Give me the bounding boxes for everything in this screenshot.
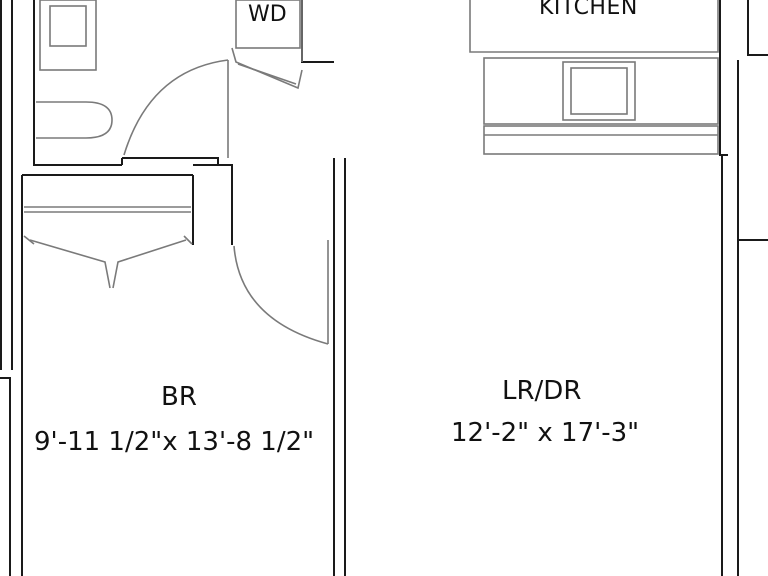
- toilet: [36, 101, 113, 139]
- closet-bifold-left: [29, 239, 111, 289]
- kitchen-sink-basin: [570, 67, 628, 115]
- closet-bifold-hinge-right: [183, 235, 193, 245]
- bath-left-wall: [33, 0, 122, 166]
- br-door-swing: [233, 245, 329, 345]
- kitchen-counter: [483, 57, 719, 125]
- kitchen-cabinet: [469, 0, 719, 53]
- wd-label: WD: [248, 2, 287, 27]
- right-outer-wall: [747, 0, 768, 56]
- bedroom-dimensions: 9'-11 1/2"x 13'-8 1/2": [34, 427, 315, 457]
- closet-bifold-right: [112, 239, 187, 289]
- vanity: [39, 0, 97, 71]
- wd-door-right: [237, 63, 297, 85]
- wd-door-left: [231, 47, 303, 90]
- sink-basin: [49, 5, 87, 47]
- kitchen-right-wall: [719, 0, 728, 156]
- kitchen-sink: [562, 61, 636, 121]
- left-lower-wall: [0, 377, 11, 576]
- bedroom-label: BR: [161, 382, 197, 412]
- bath-door-swing: [123, 59, 229, 156]
- wd-wall-right: [301, 0, 334, 63]
- kitchen-island: [483, 125, 719, 155]
- wd-cabinet: [235, 0, 301, 49]
- living-dining-dimensions: 12'-2" x 17'-3": [451, 418, 640, 448]
- living-dining-label: LR/DR: [502, 376, 582, 406]
- bath-bottom-wall: [122, 157, 219, 165]
- kitchen-label: KITCHEN: [539, 0, 638, 20]
- hall-partition: [193, 164, 233, 245]
- closet-bifold-hinge-left: [23, 235, 35, 245]
